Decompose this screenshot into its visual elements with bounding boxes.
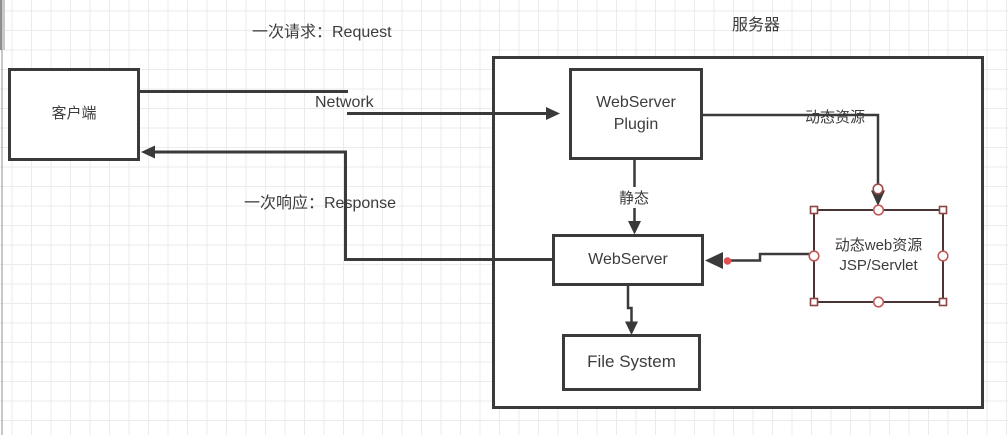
webserver-box-label: WebServer: [588, 251, 668, 269]
dynamic-web-resource-label-line2: JSP/Servlet: [839, 257, 918, 274]
webserver-box[interactable]: WebServer: [552, 234, 704, 286]
file-system-box[interactable]: File System: [562, 334, 701, 391]
response-label[interactable]: 一次响应：Response: [244, 195, 397, 212]
server-label[interactable]: 服务器: [732, 17, 781, 34]
request-label[interactable]: 一次请求：Request: [252, 24, 392, 41]
network-label[interactable]: Network: [315, 94, 374, 111]
dynamic-web-resource-box[interactable]: 动态web资源 JSP/Servlet: [813, 209, 944, 303]
dynamic-resource-label[interactable]: 动态资源: [805, 109, 866, 126]
static-label[interactable]: 静态: [617, 187, 652, 208]
dynamic-web-resource-label-line1: 动态web资源: [834, 236, 923, 254]
file-system-box-label: File System: [587, 352, 676, 372]
webserver-plugin-label-line2: Plugin: [613, 116, 659, 133]
webserver-plugin-label-line1: WebServer: [596, 94, 676, 112]
webserver-plugin-box[interactable]: WebServer Plugin: [569, 68, 703, 160]
client-box[interactable]: 客户端: [8, 68, 140, 161]
response-arrowhead-icon: [141, 145, 155, 159]
page-edge-line: [1, 0, 3, 435]
vertical-scrollbar-fragment[interactable]: [0, 0, 5, 50]
client-box-label: 客户端: [51, 105, 97, 123]
